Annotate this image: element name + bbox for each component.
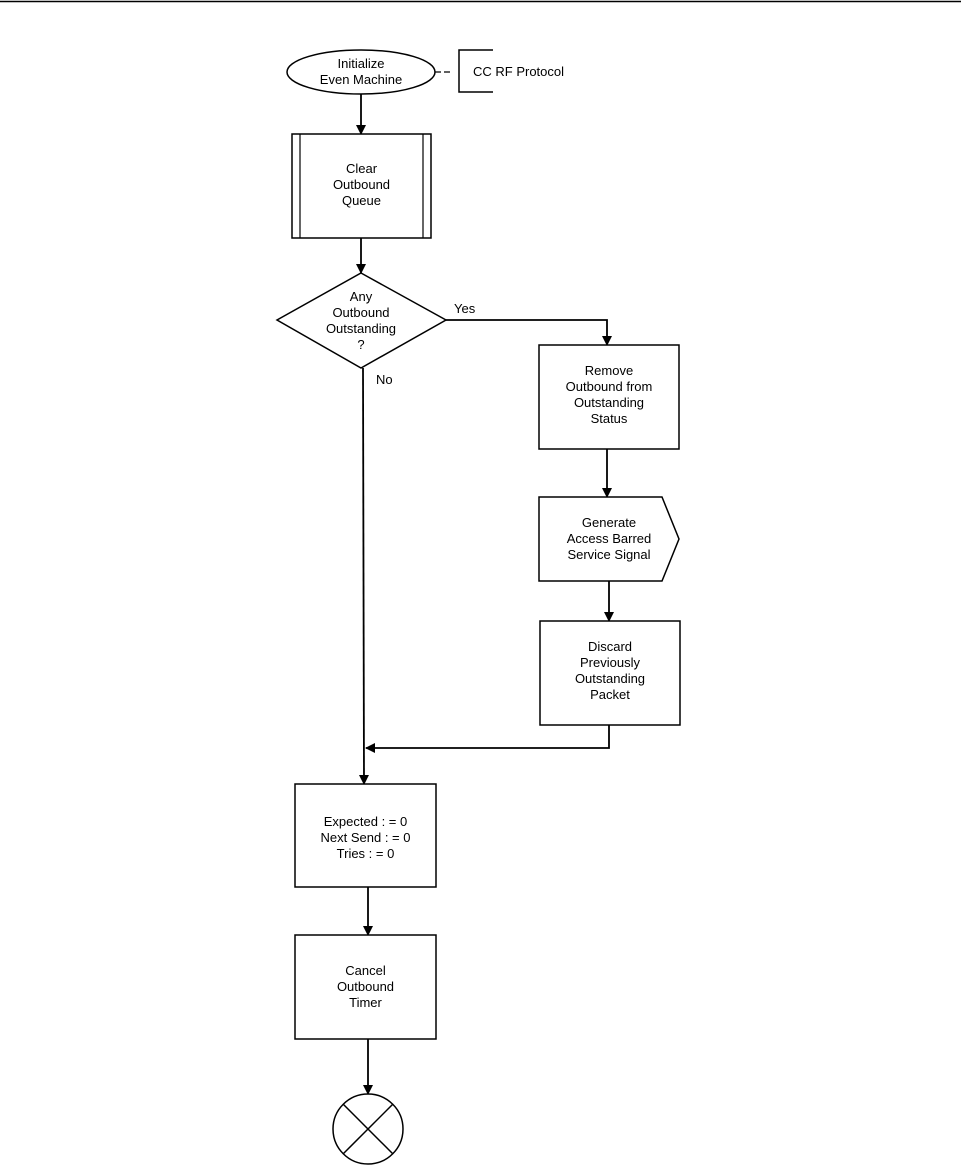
decision-shape bbox=[275, 272, 448, 369]
start-terminator-label: Initialize Even Machine bbox=[319, 56, 403, 87]
remove-outbound-shape bbox=[538, 344, 680, 450]
discard-packet-shape bbox=[539, 620, 681, 726]
end-cross-b bbox=[342, 1103, 394, 1155]
cancel-timer-shape bbox=[294, 934, 437, 1040]
reset-counters-label: Expected : = 0 Next Send : = 0 Tries : =… bbox=[320, 814, 411, 861]
generate-signal-label: Generate Access Barred Service Signal bbox=[566, 515, 652, 562]
yes-branch-label: Yes bbox=[454, 301, 476, 316]
edge-discard-to-merge bbox=[365, 725, 610, 753]
edge-yes-branch bbox=[446, 319, 612, 346]
annotation-label: CC RF Protocol bbox=[473, 64, 565, 79]
cancel-timer-label: Cancel Outbound Timer bbox=[336, 963, 395, 1010]
remove-outbound-label: Remove Outbound from Outstanding Status bbox=[565, 363, 653, 426]
discard-packet-label: Discard Previously Outstanding Packet bbox=[574, 639, 646, 702]
no-branch-label: No bbox=[376, 372, 393, 387]
clear-queue-label: Clear Outbound Queue bbox=[332, 161, 391, 208]
reset-counters-shape bbox=[294, 783, 437, 888]
edge-no-branch bbox=[358, 367, 369, 785]
clear-queue-shape bbox=[291, 133, 432, 239]
annotation-bracket bbox=[458, 49, 493, 93]
decision-label: Any Outbound Outstanding ? bbox=[325, 289, 397, 352]
generate-signal-shape bbox=[538, 496, 680, 582]
